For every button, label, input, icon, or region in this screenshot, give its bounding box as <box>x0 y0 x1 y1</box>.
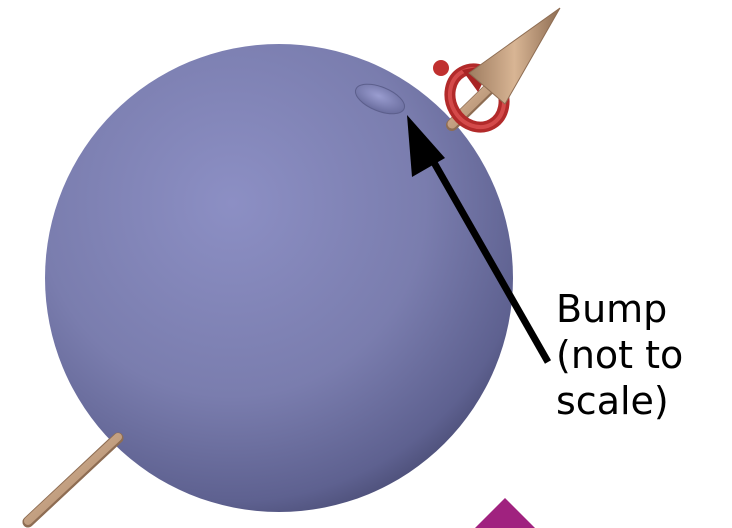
annotation-line-3: scale) <box>556 378 728 424</box>
bump-annotation: Bump (not to scale) <box>556 286 728 424</box>
magenta-diamond-icon <box>475 498 535 528</box>
axis-rod-lower-front <box>28 437 118 522</box>
annotation-line-1: Bump <box>556 286 728 332</box>
annotation-line-2: (not to <box>556 332 728 378</box>
